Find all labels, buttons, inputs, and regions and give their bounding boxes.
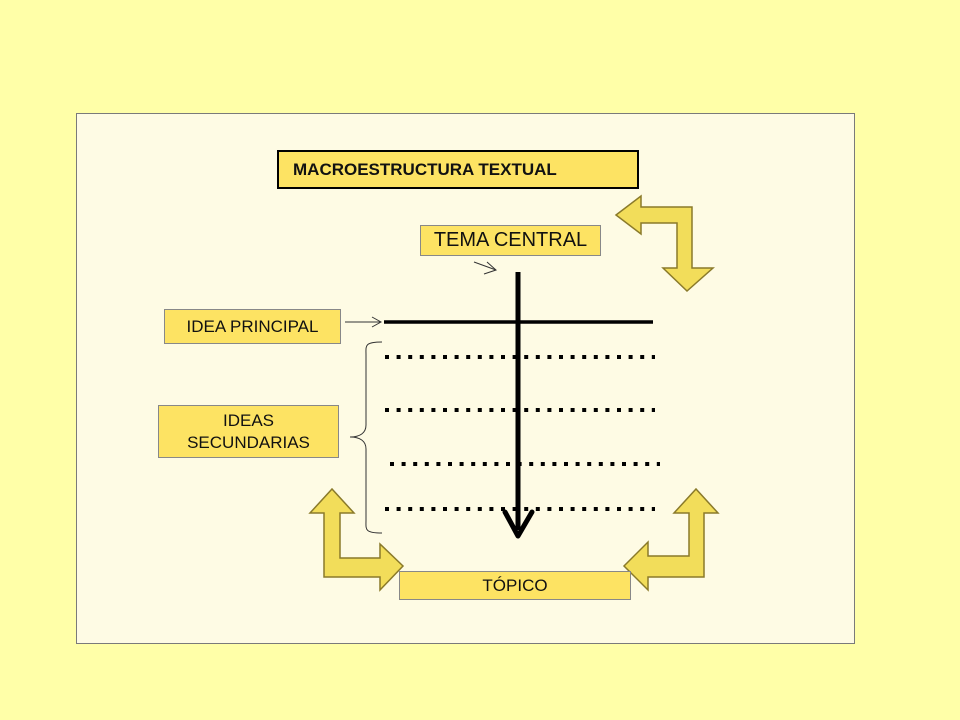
secondary-ideas-label: IDEAS SECUNDARIAS (158, 405, 339, 458)
topic-label: TÓPICO (399, 571, 631, 600)
diagram-title: MACROESTRUCTURA TEXTUAL (277, 150, 639, 189)
secondary-idea-lines (385, 355, 660, 511)
central-theme-arrow (502, 272, 535, 539)
tema-connector-arrow (473, 261, 497, 275)
bent-arrow-icon (308, 487, 405, 592)
main-idea-label: IDEA PRINCIPAL (164, 309, 341, 344)
curly-brace-icon (349, 341, 383, 534)
bent-arrow-icon (622, 487, 720, 592)
bent-arrow-icon (614, 194, 715, 293)
diagram-panel (76, 113, 855, 644)
idea-principal-connector-arrow (345, 316, 383, 328)
central-theme-label: TEMA CENTRAL (420, 225, 601, 256)
